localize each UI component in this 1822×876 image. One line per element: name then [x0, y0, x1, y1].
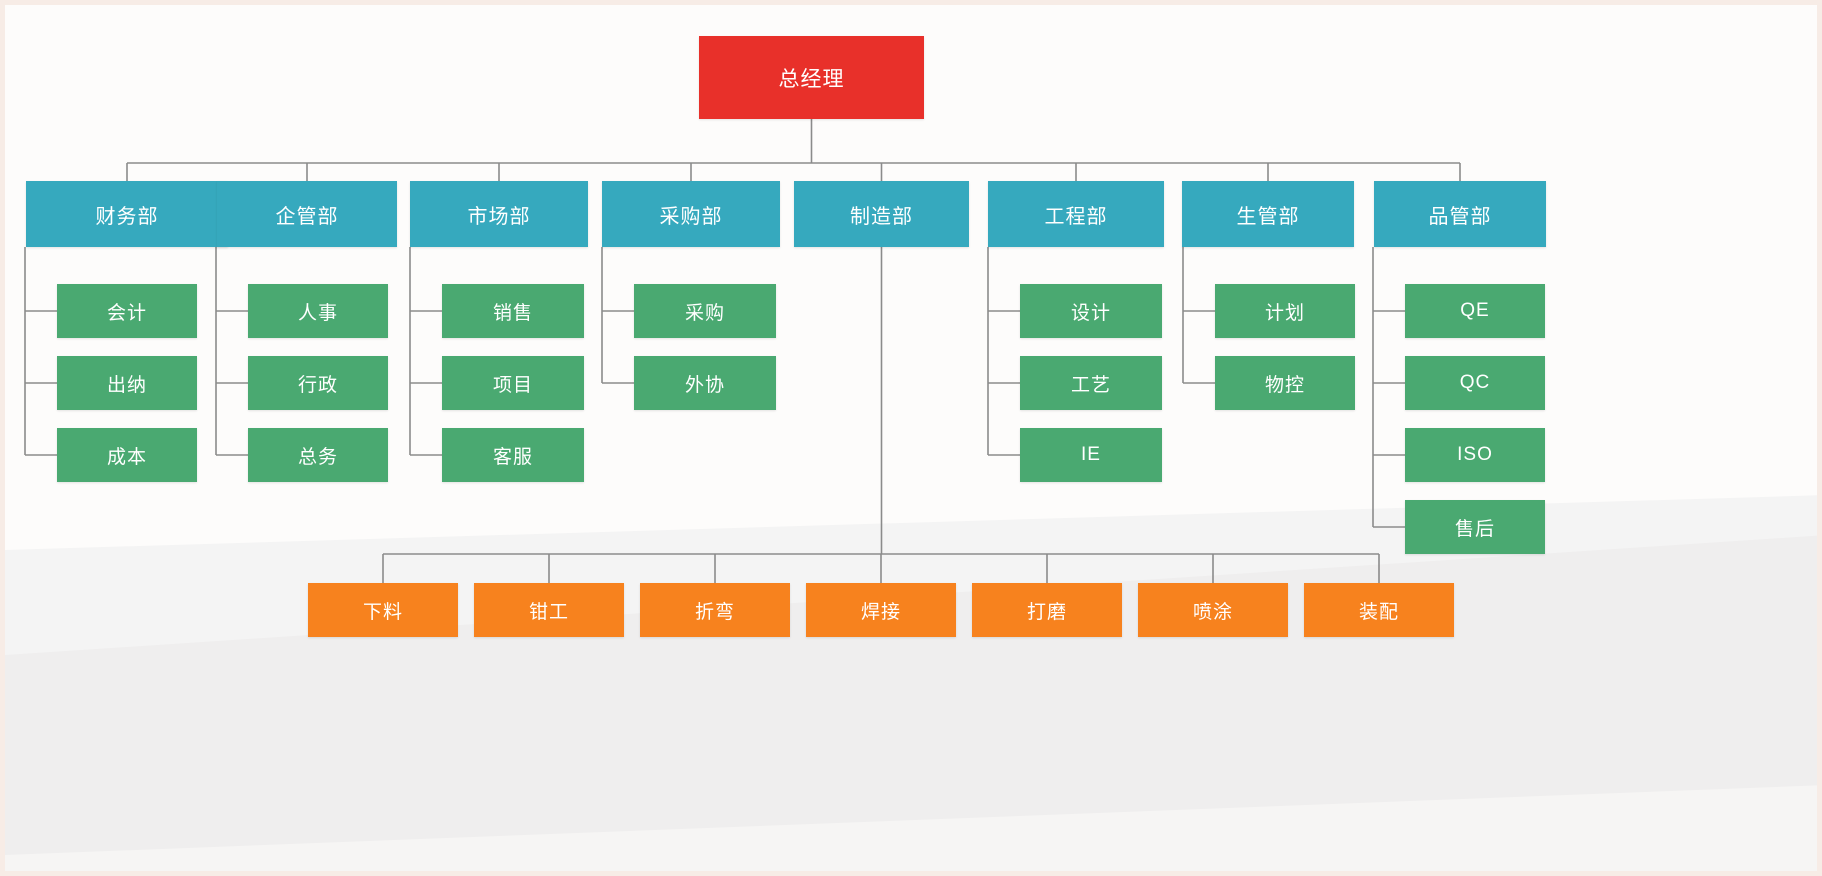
node-process-4[interactable]: 打磨 [972, 583, 1122, 637]
node-process-2[interactable]: 折弯 [640, 583, 790, 637]
node-sub-2-2[interactable]: 客服 [442, 428, 584, 482]
node-layer: 总经理财务部会计出纳成本 企管部人事行政总务 市场部销售项目客服 采购部采购外协 制造部… [5, 5, 1817, 871]
node-sub-0-0-label: 会计 [106, 302, 147, 324]
node-process-6-label: 装配 [1358, 601, 1399, 623]
node-process-5[interactable]: 喷涂 [1138, 583, 1288, 637]
node-sub-7-3[interactable]: 售后 [1405, 500, 1545, 554]
node-sub-2-0-label: 销售 [492, 302, 533, 324]
node-department-6[interactable]: 生管部 [1182, 181, 1354, 247]
node-sub-2-0[interactable]: 销售 [442, 284, 584, 338]
node-process-0[interactable]: 下料 [308, 583, 458, 637]
node-department-2[interactable]: 市场部 [410, 181, 588, 247]
node-sub-1-1[interactable]: 行政 [248, 356, 388, 410]
node-sub-7-2-label: ISO [1457, 444, 1493, 465]
node-department-5-label: 工程部 [1044, 205, 1108, 228]
node-sub-7-1-label: QC [1459, 372, 1491, 393]
node-sub-5-0[interactable]: 设计 [1020, 284, 1162, 338]
node-sub-1-0[interactable]: 人事 [248, 284, 388, 338]
node-process-1[interactable]: 钳工 [474, 583, 624, 637]
node-sub-7-0[interactable]: QE [1405, 284, 1545, 338]
node-sub-2-2-label: 客服 [492, 446, 533, 468]
node-department-4[interactable]: 制造部 [794, 181, 969, 247]
node-sub-5-2[interactable]: IE [1020, 428, 1162, 482]
node-sub-2-1-label: 项目 [492, 374, 533, 396]
node-sub-0-2-label: 成本 [106, 446, 147, 468]
node-sub-1-1-label: 行政 [297, 374, 338, 396]
node-process-6[interactable]: 装配 [1304, 583, 1454, 637]
node-department-4-label: 制造部 [850, 205, 913, 228]
node-process-5-label: 喷涂 [1192, 601, 1233, 623]
node-department-7[interactable]: 品管部 [1374, 181, 1546, 247]
node-sub-7-0-label: QE [1460, 300, 1490, 321]
node-sub-5-0-label: 设计 [1070, 302, 1111, 324]
node-sub-2-1[interactable]: 项目 [442, 356, 584, 410]
node-department-3[interactable]: 采购部 [602, 181, 780, 247]
node-sub-6-1-label: 物控 [1264, 374, 1305, 396]
node-process-3-label: 焊接 [860, 601, 901, 623]
node-sub-3-1-label: 外协 [684, 374, 725, 396]
node-sub-5-1[interactable]: 工艺 [1020, 356, 1162, 410]
node-department-0-label: 财务部 [95, 205, 159, 228]
node-department-1[interactable]: 企管部 [217, 181, 397, 247]
node-sub-1-0-label: 人事 [297, 302, 338, 324]
node-sub-6-0-label: 计划 [1264, 302, 1305, 324]
node-sub-0-2[interactable]: 成本 [57, 428, 197, 482]
node-sub-7-1[interactable]: QC [1405, 356, 1545, 410]
node-sub-6-1[interactable]: 物控 [1215, 356, 1355, 410]
node-sub-6-0[interactable]: 计划 [1215, 284, 1355, 338]
node-department-2-label: 市场部 [467, 205, 531, 228]
node-sub-5-2-label: IE [1081, 444, 1101, 465]
node-sub-3-1[interactable]: 外协 [634, 356, 776, 410]
node-root[interactable]: 总经理 [699, 36, 924, 119]
node-department-7-label: 品管部 [1428, 205, 1492, 228]
node-sub-5-1-label: 工艺 [1070, 374, 1111, 396]
node-sub-3-0[interactable]: 采购 [634, 284, 776, 338]
node-process-0-label: 下料 [362, 601, 403, 623]
node-process-3[interactable]: 焊接 [806, 583, 956, 637]
node-sub-1-2-label: 总务 [297, 446, 338, 468]
node-department-1-label: 企管部 [275, 205, 339, 228]
node-sub-1-2[interactable]: 总务 [248, 428, 388, 482]
node-department-0[interactable]: 财务部 [26, 181, 228, 247]
node-department-3-label: 采购部 [659, 205, 723, 228]
node-sub-3-0-label: 采购 [684, 302, 725, 324]
node-process-2-label: 折弯 [694, 601, 735, 623]
node-process-4-label: 打磨 [1026, 601, 1067, 623]
node-root-label: 总经理 [778, 67, 845, 91]
node-process-1-label: 钳工 [528, 601, 569, 623]
node-department-5[interactable]: 工程部 [988, 181, 1164, 247]
node-sub-7-2[interactable]: ISO [1405, 428, 1545, 482]
node-sub-0-1[interactable]: 出纳 [57, 356, 197, 410]
node-sub-7-3-label: 售后 [1454, 518, 1495, 540]
node-sub-0-0[interactable]: 会计 [57, 284, 197, 338]
node-department-6-label: 生管部 [1236, 205, 1300, 228]
node-sub-0-1-label: 出纳 [106, 374, 147, 396]
